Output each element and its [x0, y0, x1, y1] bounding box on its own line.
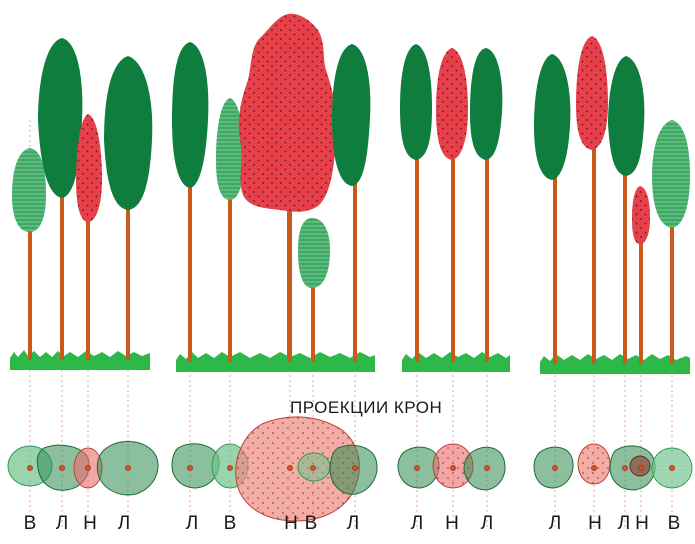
- trunk: [287, 210, 292, 362]
- tree-type-label: Л: [481, 513, 493, 535]
- grass-strip: [176, 352, 375, 372]
- tree-group-1: [10, 38, 152, 370]
- trunk: [553, 175, 557, 364]
- trunk: [228, 200, 232, 362]
- tree-type-label: Н: [445, 513, 459, 535]
- trunk: [353, 180, 357, 362]
- tree-type-label: Л: [118, 513, 130, 535]
- dark-green-crown: [332, 44, 370, 186]
- trunk: [485, 150, 489, 362]
- dark-green-crown: [172, 42, 208, 188]
- dark-green-crown: [104, 56, 152, 210]
- tree-type-label: Л: [186, 513, 198, 535]
- tree-type-label: Л: [549, 513, 561, 535]
- tree-type-label: Л: [56, 513, 68, 535]
- tree-type-label: Л: [411, 513, 423, 535]
- trunk: [28, 220, 32, 360]
- tree-group-4: [534, 36, 690, 374]
- tree-type-label: Л: [347, 513, 359, 535]
- trunk: [415, 150, 419, 362]
- tree-group-3: [400, 44, 510, 372]
- grass-strip: [540, 354, 690, 374]
- tree-group-2: [172, 14, 375, 372]
- tree-type-label: В: [305, 513, 318, 535]
- crown-projections: [8, 417, 692, 521]
- trunk: [451, 150, 455, 362]
- trunk: [670, 225, 674, 364]
- trunk: [311, 280, 315, 362]
- tree-type-label: Н: [588, 513, 602, 535]
- tree-type-label: Л: [618, 513, 630, 535]
- trunk: [639, 242, 643, 364]
- tree-type-label: В: [24, 513, 37, 535]
- tree-type-label: В: [224, 513, 237, 535]
- projections-caption: ПРОЕКЦИИ КРОН: [290, 398, 442, 418]
- tree-type-label: Н: [284, 513, 298, 535]
- tree-type-label: Н: [83, 513, 97, 535]
- tree-type-label: Н: [635, 513, 649, 535]
- trunk: [623, 170, 627, 364]
- trunk: [592, 145, 596, 364]
- dark-green-crown: [470, 48, 502, 160]
- trunk: [60, 180, 64, 360]
- dark-green-crown: [400, 44, 432, 160]
- dark-green-crown: [608, 56, 644, 176]
- dark-green-crown: [534, 54, 570, 180]
- trunk: [126, 200, 130, 360]
- tree-type-label: В: [668, 513, 681, 535]
- trunk: [188, 180, 192, 362]
